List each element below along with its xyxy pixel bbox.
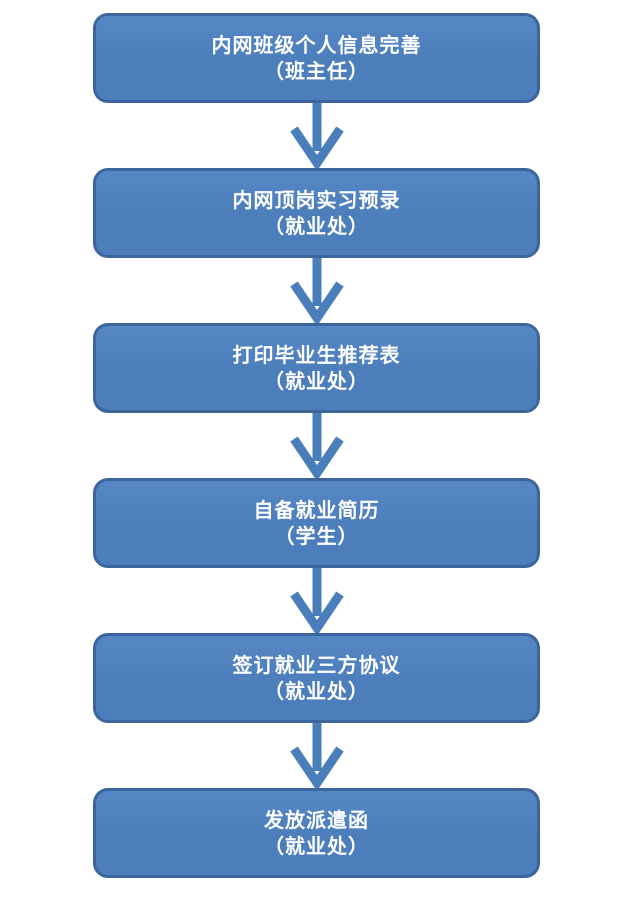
- step-label-line1: 自备就业简历: [253, 498, 380, 522]
- flow-step-4: 自备就业简历 （学生）: [93, 478, 540, 568]
- step-label-line1: 签订就业三方协议: [232, 653, 401, 677]
- step-label-line2: （就业处）: [264, 679, 369, 703]
- step-label-line2: （就业处）: [264, 834, 369, 858]
- flow-step-3: 打印毕业生推荐表 （就业处）: [93, 323, 540, 413]
- down-arrow-icon: [287, 413, 347, 478]
- flowchart: 内网班级个人信息完善 （班主任） 内网顶岗实习预录 （就业处） 打印毕业生推荐表…: [93, 13, 540, 878]
- down-arrow-icon: [287, 568, 347, 633]
- flow-step-5: 签订就业三方协议 （就业处）: [93, 633, 540, 723]
- step-label-line2: （就业处）: [264, 369, 369, 393]
- step-label-line1: 发放派遣函: [264, 808, 369, 832]
- flow-step-2: 内网顶岗实习预录 （就业处）: [93, 168, 540, 258]
- down-arrow-icon: [287, 103, 347, 168]
- step-label-line1: 内网顶岗实习预录: [232, 188, 401, 212]
- step-label-line1: 内网班级个人信息完善: [211, 33, 422, 57]
- step-label-line1: 打印毕业生推荐表: [232, 343, 401, 367]
- down-arrow-icon: [287, 723, 347, 788]
- step-label-line2: （就业处）: [264, 214, 369, 238]
- step-label-line2: （学生）: [274, 524, 359, 548]
- flow-step-1: 内网班级个人信息完善 （班主任）: [93, 13, 540, 103]
- flow-step-6: 发放派遣函 （就业处）: [93, 788, 540, 878]
- step-label-line2: （班主任）: [264, 59, 369, 83]
- down-arrow-icon: [287, 258, 347, 323]
